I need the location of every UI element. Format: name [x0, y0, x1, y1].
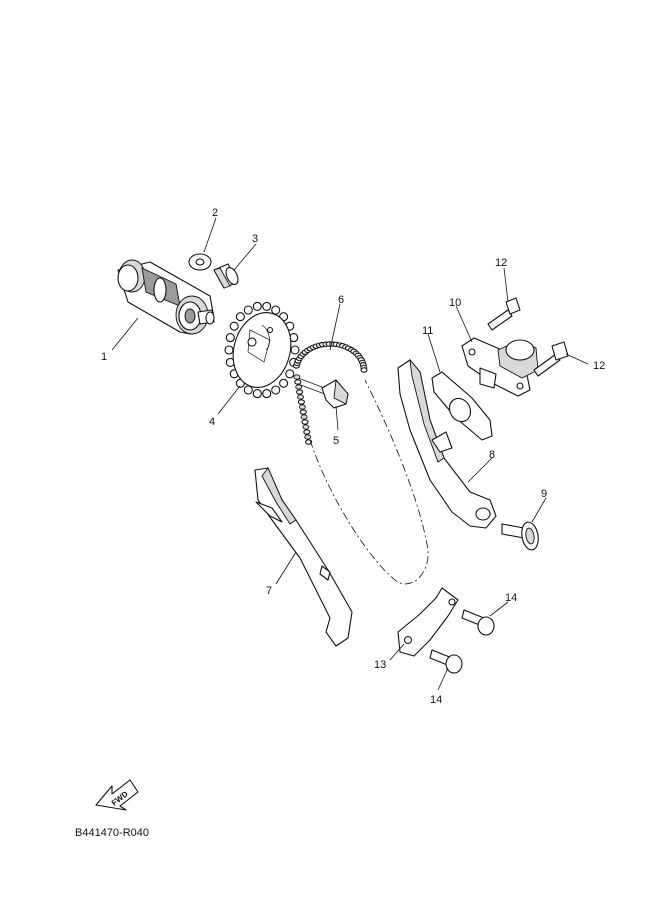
tensioner-guide-icon: [397, 358, 497, 529]
chain-link: [304, 434, 312, 440]
callout-leaders: [111, 217, 589, 691]
chain-link: [302, 424, 310, 430]
callout-4: 4: [209, 416, 215, 428]
chain-link: [360, 367, 368, 373]
diagram-code: B441470-R040: [75, 827, 149, 839]
chain-link: [295, 384, 303, 390]
sprocket-tooth: [243, 305, 253, 315]
chain-tensioner-icon: [461, 337, 539, 397]
chain-link: [296, 389, 304, 395]
callout-10: 10: [449, 297, 461, 309]
chain-link: [294, 379, 302, 385]
callout-8: 8: [489, 449, 495, 461]
sprocket-tooth: [290, 345, 300, 355]
chain-guide-icon: [254, 467, 353, 647]
gasket-icon: [431, 371, 493, 441]
tensioner-bolt-icon: [487, 297, 569, 377]
chain-link: [297, 399, 305, 405]
sprocket-tooth: [271, 305, 281, 315]
callout-numbers: 1 2 3 4 5 6 7 8 9 10 11 12 12 13 14 14: [101, 207, 605, 706]
sprocket-tooth: [235, 312, 245, 322]
chain-link: [299, 409, 307, 415]
callout-5: 5: [333, 435, 339, 447]
sprocket-tooth: [262, 301, 272, 311]
chain-link: [297, 394, 304, 400]
washer-icon: [188, 253, 212, 271]
sprocket-tooth: [225, 333, 235, 343]
callout-3: 3: [252, 233, 258, 245]
callout-12-top: 12: [495, 257, 507, 269]
chain-link: [303, 429, 311, 435]
sprocket-tooth: [252, 389, 262, 399]
chain-link: [293, 374, 301, 380]
callout-9: 9: [541, 488, 547, 500]
timing-chain-icon: [292, 341, 429, 585]
bracket-icon: [397, 587, 459, 657]
bolt-icon: [213, 263, 239, 289]
sprocket-bolt-icon: [297, 377, 349, 409]
sprocket-tooth: [262, 389, 272, 399]
sprocket-tooth: [279, 378, 289, 388]
callout-12-right: 12: [593, 360, 605, 372]
callout-14-right: 14: [505, 592, 517, 604]
sprocket-tooth: [229, 321, 239, 331]
callout-1: 1: [101, 351, 107, 363]
guide-bolt-icon: [501, 521, 539, 551]
sprocket-tooth: [252, 301, 262, 311]
sprocket-tooth: [285, 369, 295, 379]
camshaft-icon: [117, 259, 215, 335]
callout-2: 2: [212, 207, 218, 219]
callout-11: 11: [422, 325, 433, 337]
cam-sprocket-icon: [224, 301, 300, 399]
sprocket-tooth: [224, 345, 234, 355]
callout-13: 13: [374, 659, 386, 671]
chain-link: [301, 419, 309, 425]
callout-7: 7: [266, 585, 272, 597]
socket-bolt-icon: [429, 609, 495, 674]
callout-14-bottom: 14: [430, 694, 442, 706]
sprocket-tooth: [243, 385, 253, 395]
chain-link: [300, 414, 308, 420]
chain-link: [298, 404, 306, 410]
callout-6: 6: [338, 294, 344, 306]
sprocket-tooth: [271, 385, 281, 395]
fwd-arrow-icon: FWD: [95, 779, 139, 811]
